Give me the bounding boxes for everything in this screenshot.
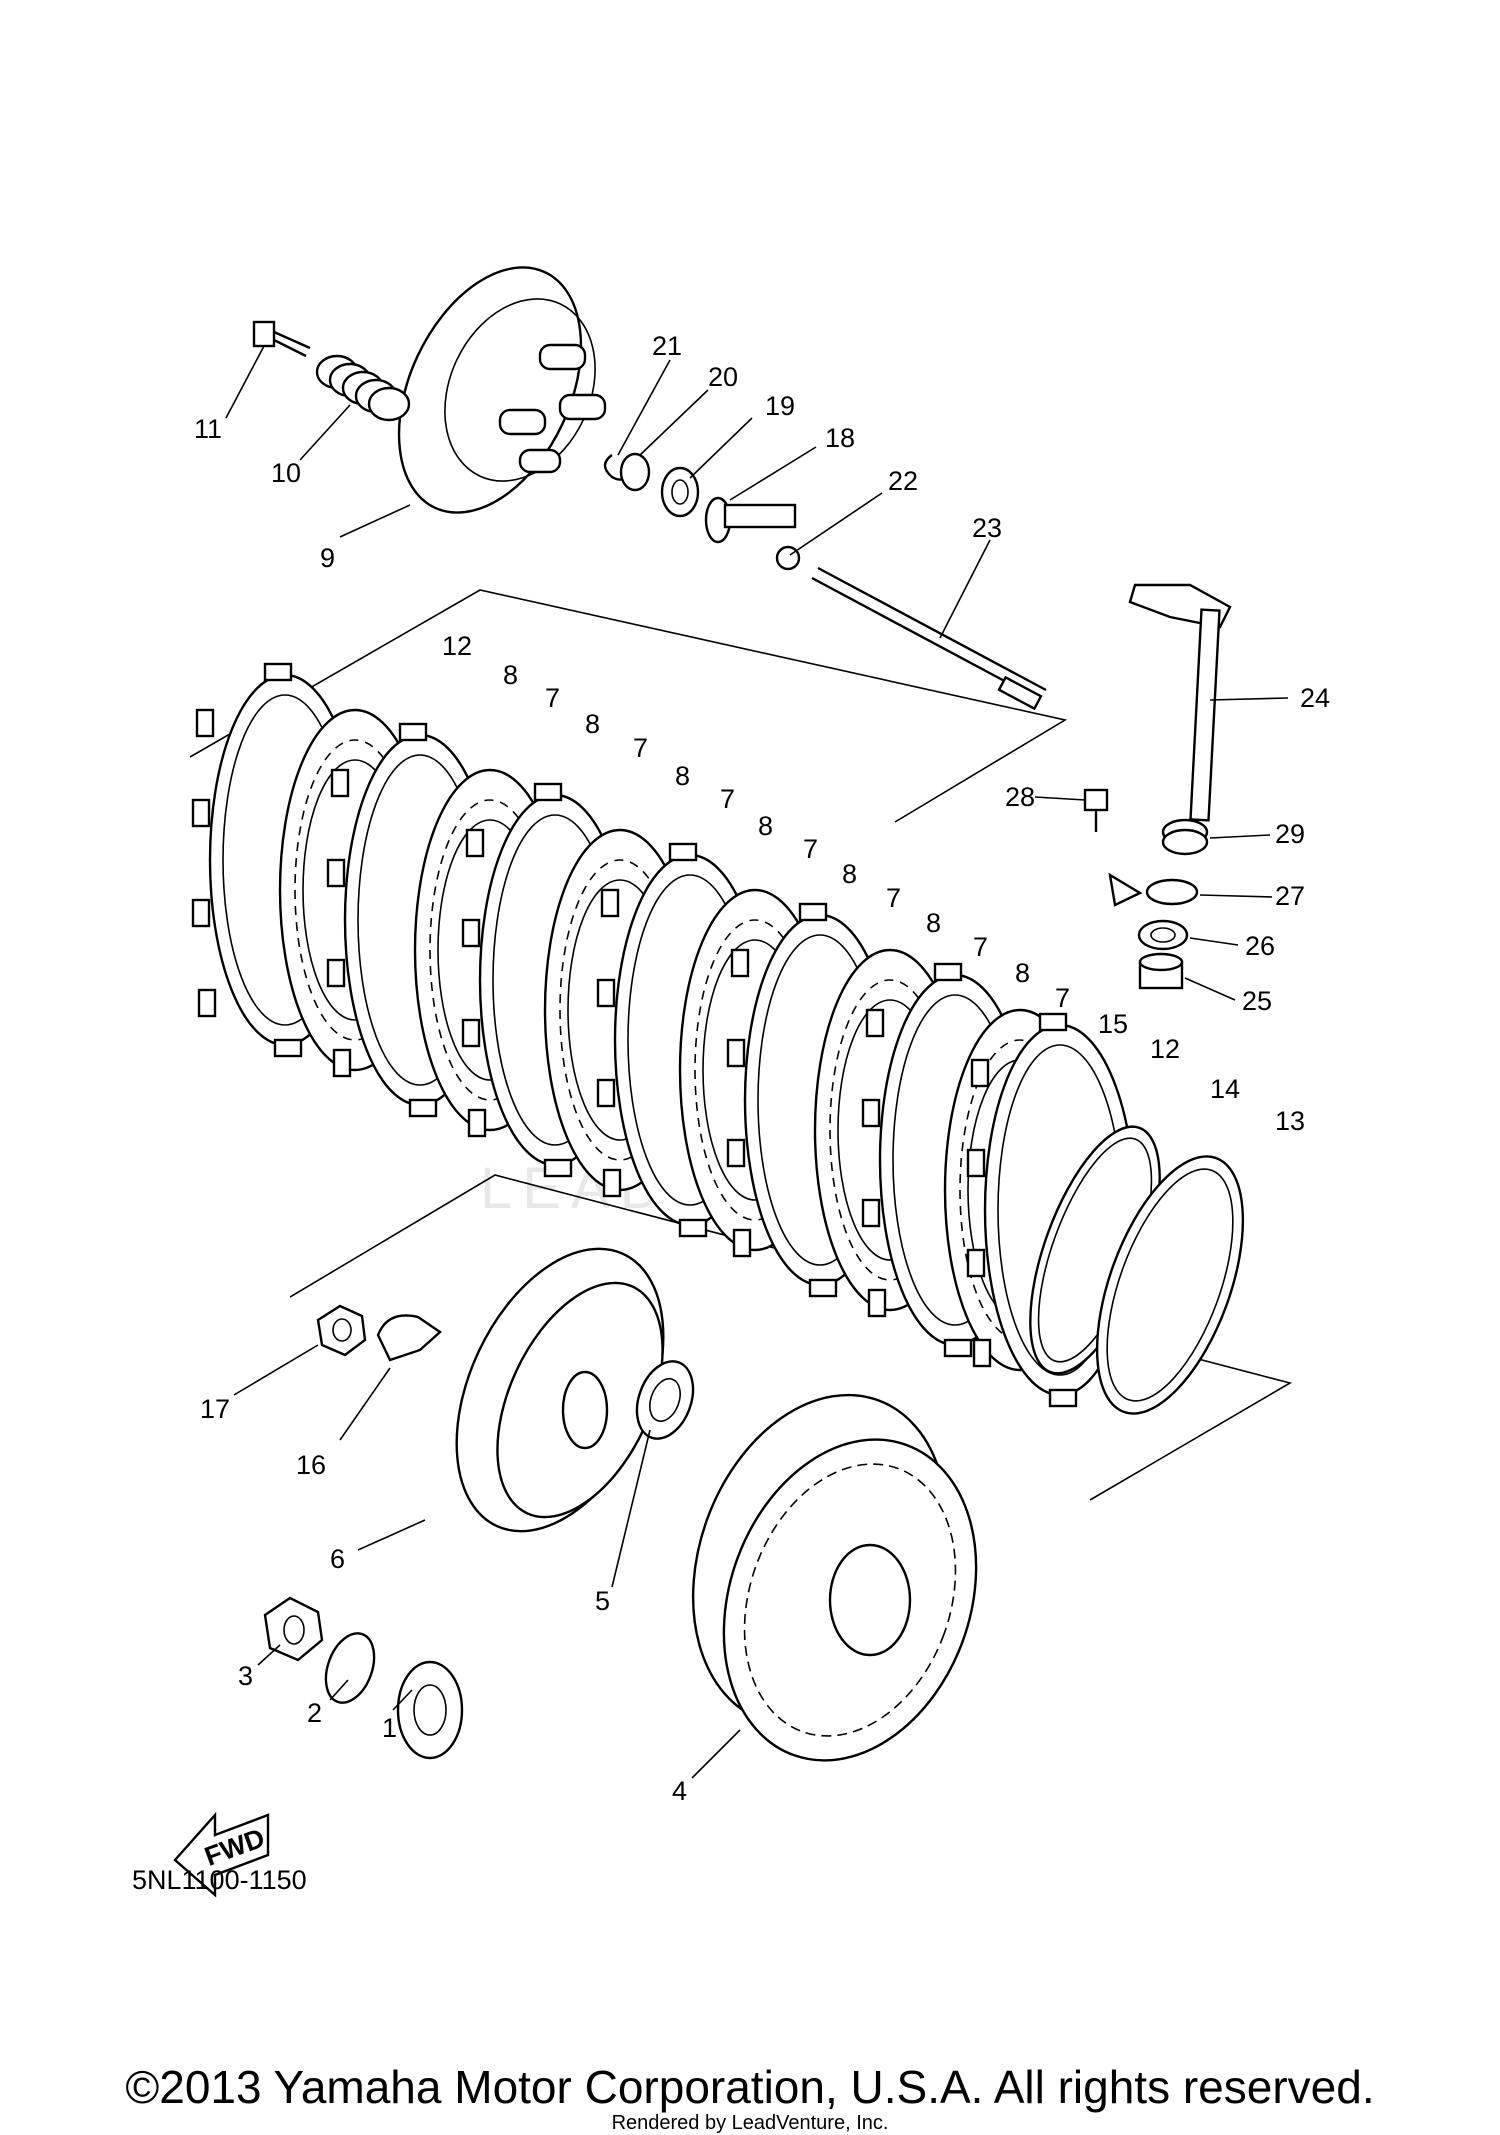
callout-28: 28 <box>1005 782 1035 812</box>
callout-27: 27 <box>1275 881 1305 911</box>
lock-washer <box>376 1314 442 1362</box>
callout-12b: 12 <box>1150 1034 1180 1064</box>
callout-24: 24 <box>1300 683 1330 713</box>
callout-15: 15 <box>1098 1009 1128 1039</box>
callout-12a: 12 <box>442 631 472 661</box>
washer <box>619 452 651 492</box>
pressure-plate <box>397 266 607 514</box>
friction-plates <box>191 662 1137 1408</box>
callout-6: 6 <box>330 1544 345 1574</box>
clutch-boss <box>455 1247 665 1533</box>
copyright-notice: ©2013 Yamaha Motor Corporation, U.S.A. A… <box>125 2061 1375 2113</box>
callout-14: 14 <box>1210 1074 1240 1104</box>
callout-7a: 7 <box>545 683 560 713</box>
torsion-spring <box>1161 818 1209 856</box>
callout-7b: 7 <box>633 733 648 763</box>
callout-25: 25 <box>1242 986 1272 1016</box>
nut <box>316 1304 367 1357</box>
callout-11: 11 <box>194 414 222 444</box>
leader-lines <box>225 345 1289 1779</box>
callout-22: 22 <box>888 466 918 496</box>
lock-washer-2 <box>324 1632 376 1704</box>
primary-driven-gear <box>691 1393 978 1762</box>
callout-4: 4 <box>672 1776 687 1806</box>
callout-26: 26 <box>1245 931 1275 961</box>
callout-17: 17 <box>200 1394 230 1424</box>
push-lever-shaft <box>1128 583 1232 822</box>
callout-29: 29 <box>1275 819 1305 849</box>
callout-8e: 8 <box>842 859 857 889</box>
callout-labels: 1 2 3 4 5 6 16 17 9 10 11 21 20 19 18 22… <box>194 331 1330 1872</box>
thrust-washer <box>635 1360 695 1440</box>
push-rod-2 <box>811 566 1047 711</box>
callout-8d: 8 <box>758 811 773 841</box>
bearing <box>660 466 700 518</box>
bearing-2 <box>1138 952 1184 990</box>
rendered-by-note: Rendered by LeadVenture, Inc. <box>611 2112 889 2134</box>
callout-9: 9 <box>320 543 335 573</box>
callout-16: 16 <box>296 1450 326 1480</box>
bolt <box>252 320 311 358</box>
callout-8c: 8 <box>675 761 690 791</box>
callout-7f: 7 <box>973 932 988 962</box>
callout-8b: 8 <box>585 709 600 739</box>
callout-7g: 7 <box>1055 983 1070 1013</box>
callout-23: 23 <box>972 513 1002 543</box>
callout-1: 1 <box>382 1713 397 1743</box>
callout-8a: 8 <box>503 660 518 690</box>
callout-8f: 8 <box>926 908 941 938</box>
oil-seal <box>1137 919 1189 951</box>
callout-7d: 7 <box>803 834 818 864</box>
callout-19: 19 <box>765 391 795 421</box>
callout-10: 10 <box>271 458 301 488</box>
nut-2 <box>263 1596 324 1662</box>
callout-2: 2 <box>307 1698 322 1728</box>
callout-13: 13 <box>1275 1106 1305 1136</box>
clutch-spring <box>315 354 411 422</box>
fwd-arrow-icon <box>173 1811 270 1898</box>
callout-7e: 7 <box>886 883 901 913</box>
callout-3: 3 <box>238 1661 253 1691</box>
callout-7c: 7 <box>720 784 735 814</box>
seat-ring <box>1095 1155 1245 1415</box>
callout-18: 18 <box>825 423 855 453</box>
callout-5: 5 <box>595 1586 610 1616</box>
callout-21: 21 <box>652 331 682 361</box>
push-rod-1 <box>704 496 797 544</box>
callout-8g: 8 <box>1015 958 1030 988</box>
primary-drive-gear <box>396 1660 464 1760</box>
callout-20: 20 <box>708 362 738 392</box>
washer-2 <box>1108 872 1199 907</box>
diagram-code: 5NL1100-1150 <box>132 1865 307 1895</box>
bolt-2 <box>1083 788 1109 832</box>
